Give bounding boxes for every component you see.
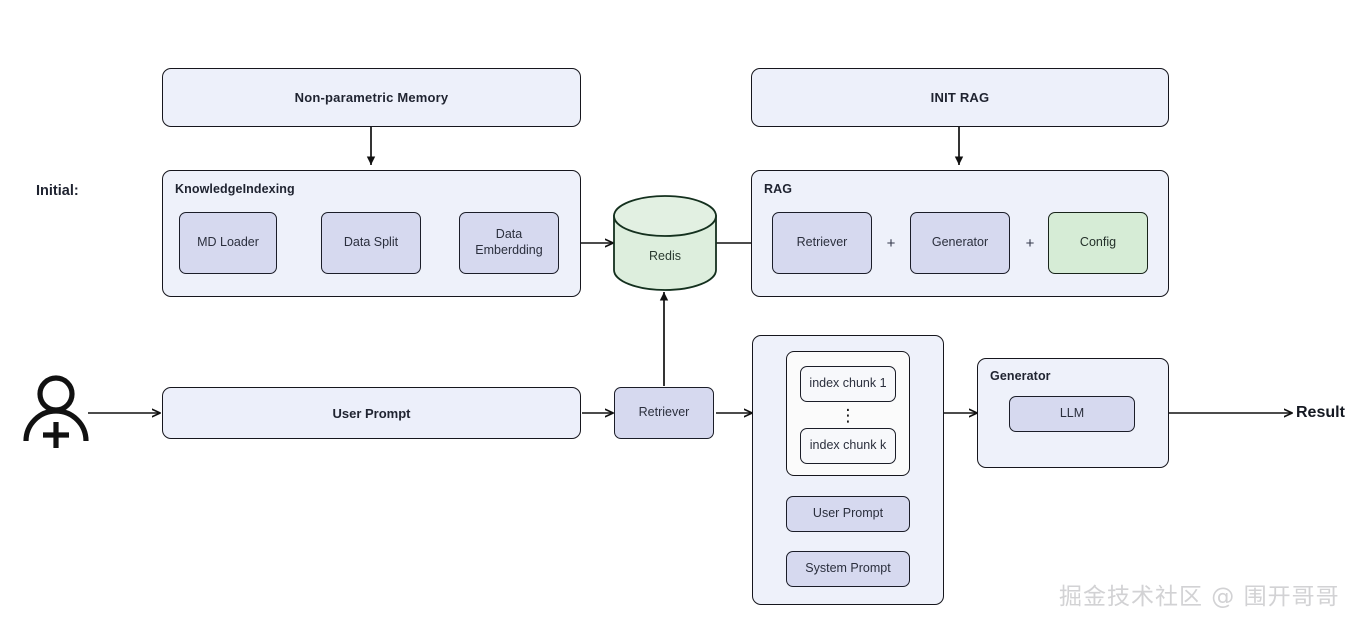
node-prompt-system[interactable]: System Prompt [786,551,910,587]
header-init-rag[interactable]: INIT RAG [751,68,1169,127]
phase-label-initial: Initial: [36,183,79,199]
rag-separator-2: + [1025,234,1035,252]
store-redis-label: Redis [649,249,681,263]
node-data-split-label: Data Split [343,235,399,250]
chunk-index-1-label: index chunk 1 [809,376,887,391]
node-data-embedding-label-line2: Emberdding [475,243,543,257]
node-md-loader-label: MD Loader [197,235,259,250]
group-rag-title: RAG [764,182,793,196]
header-init-rag-label: INIT RAG [930,90,990,105]
header-non-parametric-memory[interactable]: Non-parametric Memory [162,68,581,127]
node-data-embedding[interactable]: Data Emberdding [459,212,559,274]
node-prompt-user-label: User Prompt [812,506,884,521]
node-llm-label: LLM [1059,406,1085,421]
node-md-loader[interactable]: MD Loader [179,212,277,274]
rag-separator-1: + [886,234,896,252]
node-data-embedding-label-line1: Data [495,227,523,242]
box-user-prompt-input[interactable]: User Prompt [162,387,581,439]
cylinder-database-icon [613,195,717,291]
chunk-index-k-label: index chunk k [809,438,887,453]
node-runtime-retriever-label: Retriever [638,405,690,420]
node-data-split[interactable]: Data Split [321,212,421,274]
header-non-parametric-memory-label: Non-parametric Memory [294,90,449,105]
store-redis[interactable]: Redis [614,249,716,263]
output-result-label: Result [1296,404,1345,421]
node-runtime-retriever[interactable]: Retriever [614,387,714,439]
node-prompt-system-label: System Prompt [805,561,891,576]
node-llm[interactable]: LLM [1009,396,1135,432]
node-rag-config-label: Config [1079,235,1117,250]
node-rag-generator[interactable]: Generator [910,212,1010,274]
group-generator-title: Generator [990,369,1051,383]
node-rag-retriever[interactable]: Retriever [772,212,872,274]
user-plus-icon [23,375,89,448]
node-rag-retriever-label: Retriever [796,235,848,250]
watermark: 掘金技术社区 @ 围开哥哥 [1059,584,1340,610]
chunk-index-k[interactable]: index chunk k [800,428,896,464]
chunk-index-1[interactable]: index chunk 1 [800,366,896,402]
node-prompt-user[interactable]: User Prompt [786,496,910,532]
node-rag-config[interactable]: Config [1048,212,1148,274]
group-knowledge-indexing-title: KnowledgeIndexing [175,182,295,196]
box-user-prompt-input-label: User Prompt [332,405,411,421]
node-rag-generator-label: Generator [931,235,989,250]
chunk-ellipsis-icon: ⋮ [839,405,857,425]
